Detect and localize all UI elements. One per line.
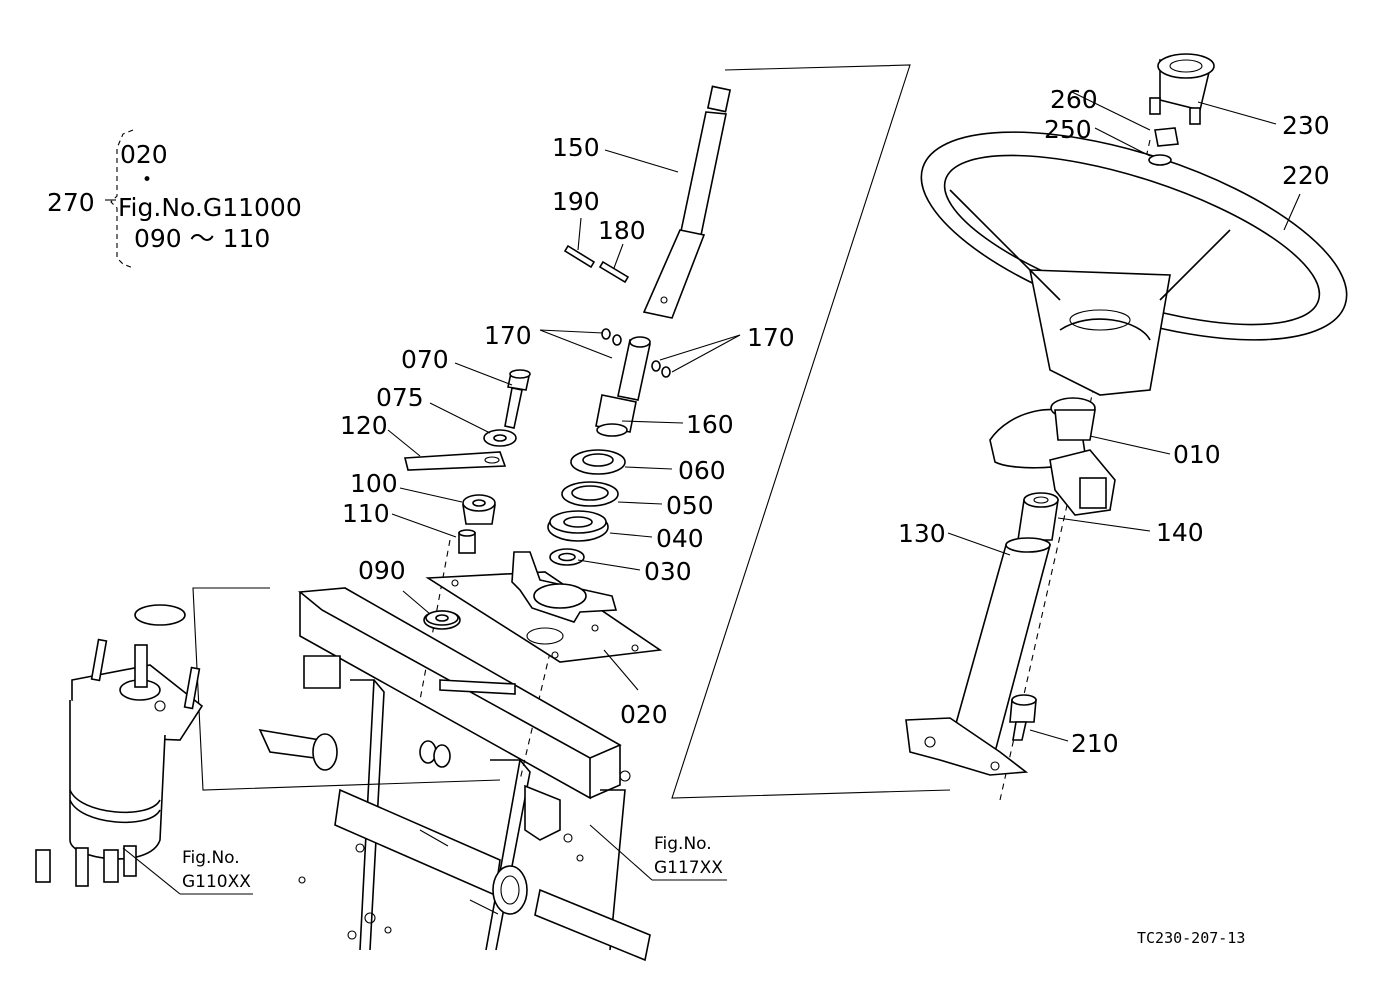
washer-030 xyxy=(549,548,585,566)
spacer-110 xyxy=(458,529,476,554)
shaft-group-frame xyxy=(671,64,951,799)
callout-060: 060 xyxy=(678,456,726,485)
fig-ref-frame-line2: G117XX xyxy=(654,858,723,878)
bushing-140 xyxy=(1017,492,1059,541)
callout-230: 230 xyxy=(1282,111,1330,140)
seal-060 xyxy=(570,449,626,475)
chassis-frame xyxy=(258,587,651,962)
bolt-070 xyxy=(504,369,531,429)
callout-110: 110 xyxy=(342,499,390,528)
leader-lines xyxy=(105,91,1301,895)
bolt-210 xyxy=(1009,694,1037,741)
note-dot: • xyxy=(142,170,153,190)
callout-160: 160 xyxy=(686,410,734,439)
starter-solenoid xyxy=(35,604,204,887)
o-rings-170 xyxy=(601,328,671,378)
nut-260 xyxy=(1154,127,1179,147)
callout-120: 120 xyxy=(340,411,388,440)
callout-150: 150 xyxy=(552,133,600,162)
drawing-code: TC230-207-13 xyxy=(1137,929,1246,947)
fig-ref-starter-line1: Fig.No. xyxy=(182,848,240,868)
collar-090 xyxy=(423,610,461,630)
bearing-040 xyxy=(547,510,609,542)
pin-190 xyxy=(563,244,596,269)
note-line-1: 020 xyxy=(120,140,168,169)
cap-230 xyxy=(1149,53,1215,125)
plate-120 xyxy=(403,451,507,471)
callout-040: 040 xyxy=(656,524,704,553)
washer-075 xyxy=(483,429,517,447)
starter-group-frame xyxy=(192,587,501,791)
note-line-2: Fig.No.G11000 xyxy=(118,193,302,222)
callout-250: 250 xyxy=(1044,115,1092,144)
callout-050: 050 xyxy=(666,491,714,520)
callout-030: 030 xyxy=(644,557,692,586)
steering-shaft-150 xyxy=(642,85,732,319)
callout-140: 140 xyxy=(1156,518,1204,547)
callout-170-right: 170 xyxy=(747,323,795,352)
callout-100: 100 xyxy=(350,469,398,498)
callout-010: 010 xyxy=(1173,440,1221,469)
callout-130: 130 xyxy=(898,519,946,548)
callout-210: 210 xyxy=(1071,729,1119,758)
steering-wheel-220 xyxy=(920,131,1348,396)
fig-ref-frame-line1: Fig.No. xyxy=(654,834,712,854)
callout-075: 075 xyxy=(376,383,424,412)
washer-250 xyxy=(1148,154,1172,166)
fig-ref-starter-line2: G110XX xyxy=(182,872,251,892)
callout-070: 070 xyxy=(401,345,449,374)
note-line-3: 090 ～ 110 xyxy=(134,224,271,253)
note-brace xyxy=(110,129,134,269)
callout-260: 260 xyxy=(1050,85,1098,114)
cover-010 xyxy=(989,397,1116,516)
base-plate-020 xyxy=(425,551,663,663)
callout-170-left: 170 xyxy=(484,321,532,350)
callout-090: 090 xyxy=(358,556,406,585)
pin-180 xyxy=(598,260,630,284)
coupling-160 xyxy=(595,336,651,437)
callout-180: 180 xyxy=(598,216,646,245)
callout-190: 190 xyxy=(552,187,600,216)
note-assy-number: 270 xyxy=(47,188,95,217)
collar-100 xyxy=(462,494,496,525)
snap-ring-050 xyxy=(561,481,619,507)
callout-020: 020 xyxy=(620,700,668,729)
column-tube-130 xyxy=(905,537,1052,776)
callout-220: 220 xyxy=(1282,161,1330,190)
